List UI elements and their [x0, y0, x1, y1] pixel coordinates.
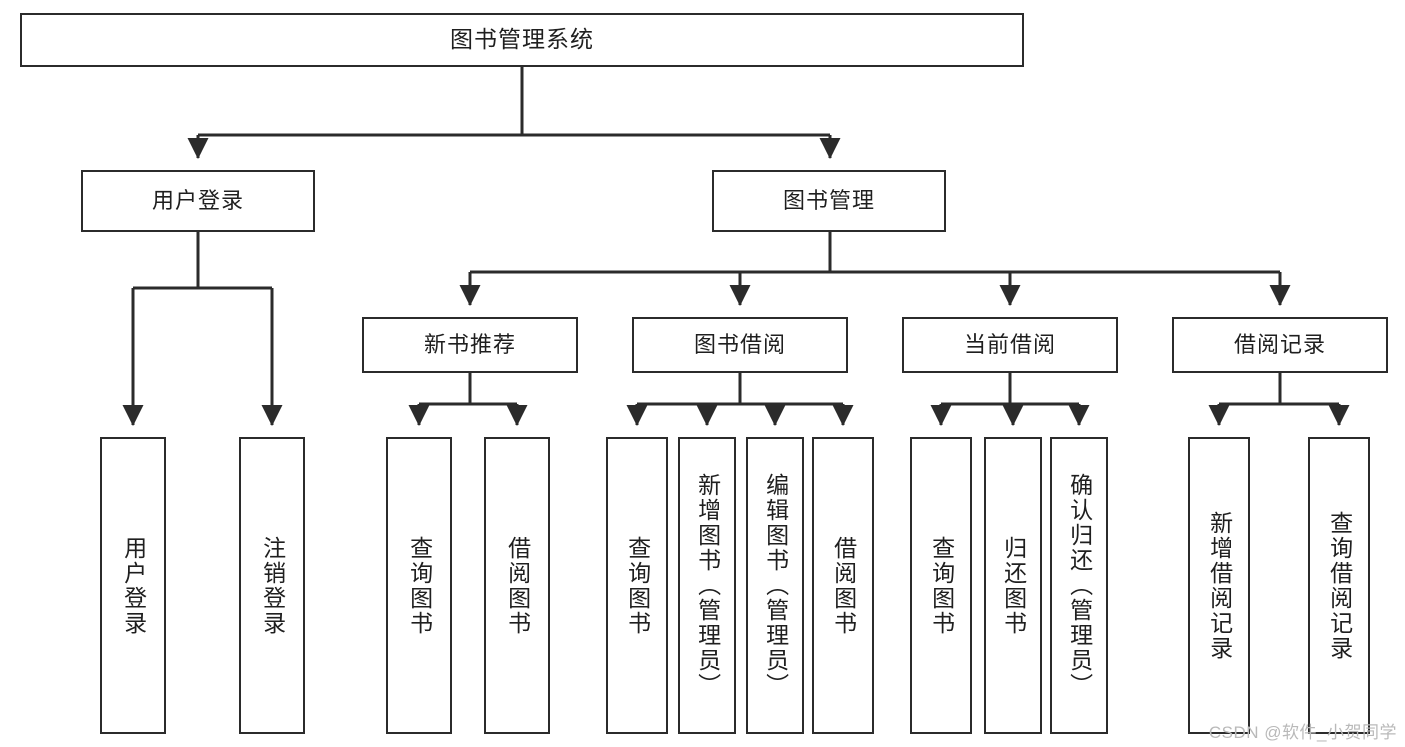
- leaf-borrow-book-recommend[interactable]: 借阅图书: [484, 437, 550, 734]
- node-book-management-label: 图书管理: [782, 187, 875, 213]
- node-root[interactable]: 图书管理系统: [20, 13, 1024, 67]
- leaf-confirm-return-admin-label: 确认归还（管理员）: [1066, 473, 1093, 698]
- leaf-borrow-book-label: 借阅图书: [830, 535, 857, 636]
- node-new-book-recommend[interactable]: 新书推荐: [362, 317, 578, 373]
- leaf-query-book-recommend-label: 查询图书: [406, 535, 433, 636]
- leaf-return-book[interactable]: 归还图书: [984, 437, 1042, 734]
- leaf-query-book-current[interactable]: 查询图书: [910, 437, 972, 734]
- leaf-add-book-admin-label: 新增图书（管理员）: [694, 473, 721, 698]
- leaf-return-book-label: 归还图书: [1000, 535, 1027, 636]
- leaf-add-borrow-record-label: 新增借阅记录: [1206, 510, 1233, 661]
- leaf-query-book-borrow-label: 查询图书: [624, 535, 651, 636]
- leaf-user-login-label: 用户登录: [120, 535, 147, 636]
- leaf-add-book-admin[interactable]: 新增图书（管理员）: [678, 437, 736, 734]
- leaf-borrow-book[interactable]: 借阅图书: [812, 437, 874, 734]
- leaf-query-book-recommend[interactable]: 查询图书: [386, 437, 452, 734]
- node-borrow-record-label: 借阅记录: [1233, 331, 1326, 357]
- leaf-add-borrow-record[interactable]: 新增借阅记录: [1188, 437, 1250, 734]
- node-user-login-label: 用户登录: [151, 187, 244, 213]
- leaf-user-login[interactable]: 用户登录: [100, 437, 166, 734]
- leaf-edit-book-admin-label: 编辑图书（管理员）: [762, 473, 789, 698]
- node-current-borrow[interactable]: 当前借阅: [902, 317, 1118, 373]
- node-current-borrow-label: 当前借阅: [963, 331, 1056, 357]
- leaf-query-book-current-label: 查询图书: [928, 535, 955, 636]
- leaf-logout-label: 注销登录: [259, 535, 286, 636]
- leaf-logout[interactable]: 注销登录: [239, 437, 305, 734]
- node-root-label: 图书管理系统: [450, 26, 594, 53]
- node-book-borrow-label: 图书借阅: [693, 331, 786, 357]
- leaf-confirm-return-admin[interactable]: 确认归还（管理员）: [1050, 437, 1108, 734]
- leaf-query-borrow-record-label: 查询借阅记录: [1326, 510, 1353, 661]
- leaf-borrow-book-recommend-label: 借阅图书: [504, 535, 531, 636]
- leaf-edit-book-admin[interactable]: 编辑图书（管理员）: [746, 437, 804, 734]
- leaf-query-borrow-record[interactable]: 查询借阅记录: [1308, 437, 1370, 734]
- node-book-management[interactable]: 图书管理: [712, 170, 946, 232]
- node-new-book-recommend-label: 新书推荐: [423, 331, 516, 357]
- leaf-query-book-borrow[interactable]: 查询图书: [606, 437, 668, 734]
- node-book-borrow[interactable]: 图书借阅: [632, 317, 848, 373]
- watermark: CSDN @软件_小贺同学: [1208, 723, 1397, 742]
- node-user-login[interactable]: 用户登录: [81, 170, 315, 232]
- node-borrow-record[interactable]: 借阅记录: [1172, 317, 1388, 373]
